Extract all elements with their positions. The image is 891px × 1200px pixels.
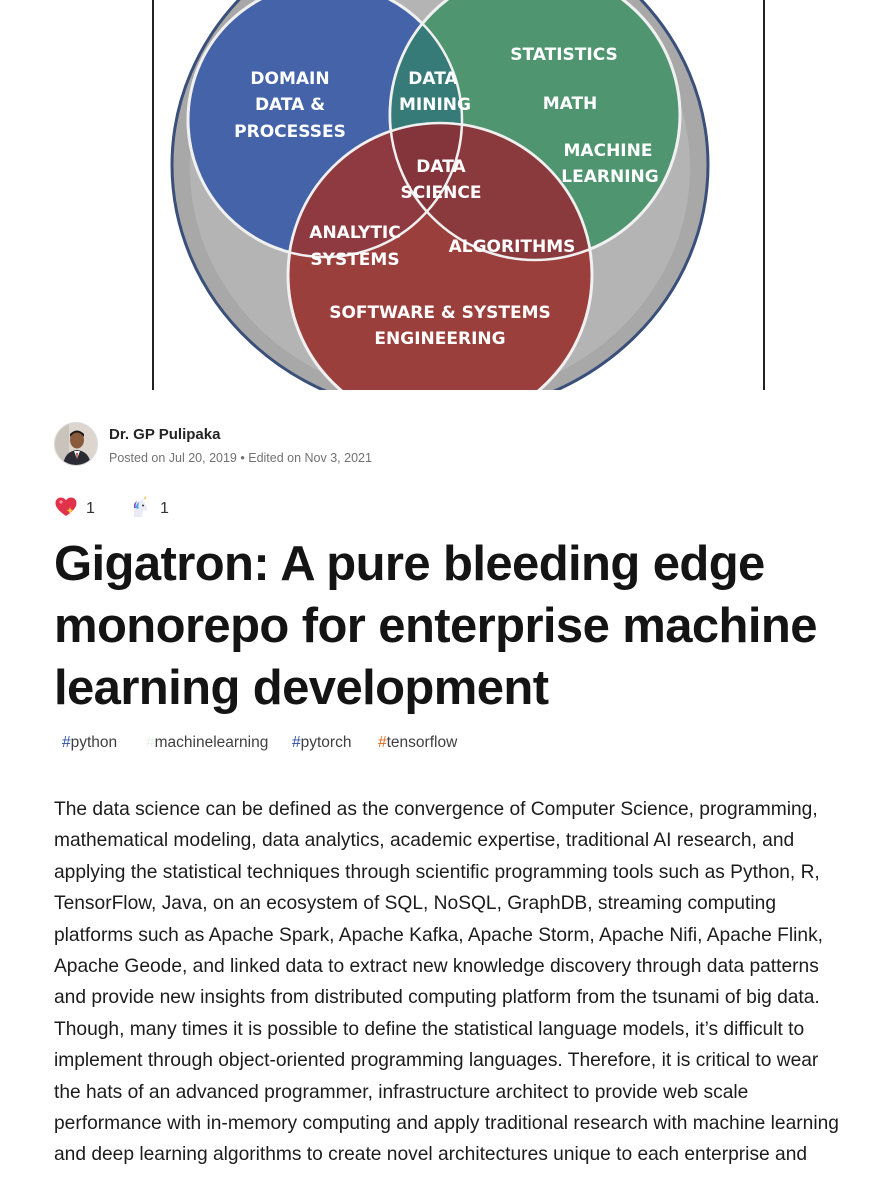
- label-mining-2: MINING: [399, 95, 471, 115]
- heart-count: 1: [86, 500, 95, 517]
- article-body: The data science can be defined as the c…: [54, 799, 839, 1166]
- label-analytic-2: SYSTEMS: [310, 250, 399, 270]
- label-domain-3: PROCESSES: [234, 122, 346, 142]
- avatar[interactable]: [54, 422, 98, 466]
- tag-tensorflow[interactable]: #tensorflow: [370, 734, 465, 752]
- label-ds-1: DATA: [416, 157, 466, 177]
- meta-separator: •: [240, 451, 245, 465]
- tag-python[interactable]: #python: [54, 734, 125, 752]
- label-domain-2: DATA &: [255, 95, 325, 115]
- tag-label: pytorch: [300, 734, 352, 751]
- label-algorithms: ALGORITHMS: [449, 237, 576, 257]
- label-ds-2: SCIENCE: [401, 183, 482, 203]
- tag-hash: #: [292, 734, 301, 751]
- label-ml-2: LEARNING: [561, 167, 658, 187]
- cover-image: DOMAIN DATA & PROCESSES DATA MINING STAT…: [0, 0, 891, 390]
- tag-hash: #: [378, 734, 387, 751]
- author-block: Dr. GP Pulipaka Posted on Jul 20, 2019 •…: [54, 422, 834, 468]
- label-ml-1: MACHINE: [564, 141, 653, 161]
- label-analytic-1: ANALYTIC: [309, 223, 400, 243]
- unicorn-icon: [128, 495, 152, 524]
- sparkle-heart-icon: [54, 495, 78, 524]
- author-name[interactable]: Dr. GP Pulipaka: [109, 426, 221, 443]
- tag-label: machinelearning: [154, 734, 269, 751]
- tag-hash: #: [146, 734, 155, 751]
- label-domain-1: DOMAIN: [250, 69, 329, 89]
- posted-date: Posted on Jul 20, 2019: [109, 451, 237, 465]
- unicorn-count: 1: [160, 500, 169, 517]
- post-dates: Posted on Jul 20, 2019 • Edited on Nov 3…: [109, 451, 372, 465]
- edited-date: Edited on Nov 3, 2021: [248, 451, 372, 465]
- reaction-heart[interactable]: 1: [54, 496, 95, 522]
- reactions-bar: 1 1: [54, 495, 354, 524]
- label-software-2: ENGINEERING: [374, 329, 505, 349]
- label-statistics: STATISTICS: [510, 45, 617, 65]
- venn-diagram: DOMAIN DATA & PROCESSES DATA MINING STAT…: [0, 0, 891, 390]
- tag-label: tensorflow: [386, 734, 458, 751]
- reaction-unicorn[interactable]: 1: [128, 495, 169, 524]
- tag-pytorch[interactable]: #pytorch: [284, 734, 359, 752]
- tag-machinelearning[interactable]: #machinelearning: [138, 734, 276, 752]
- label-math: MATH: [543, 94, 598, 114]
- tag-list: #python #machinelearning #pytorch #tenso…: [54, 732, 654, 756]
- tag-hash: #: [62, 734, 71, 751]
- article-title: Gigatron: A pure bleeding edge monorepo …: [54, 537, 817, 715]
- label-mining-1: DATA: [408, 69, 458, 89]
- tag-label: python: [70, 734, 118, 751]
- label-software-1: SOFTWARE & SYSTEMS: [329, 303, 551, 323]
